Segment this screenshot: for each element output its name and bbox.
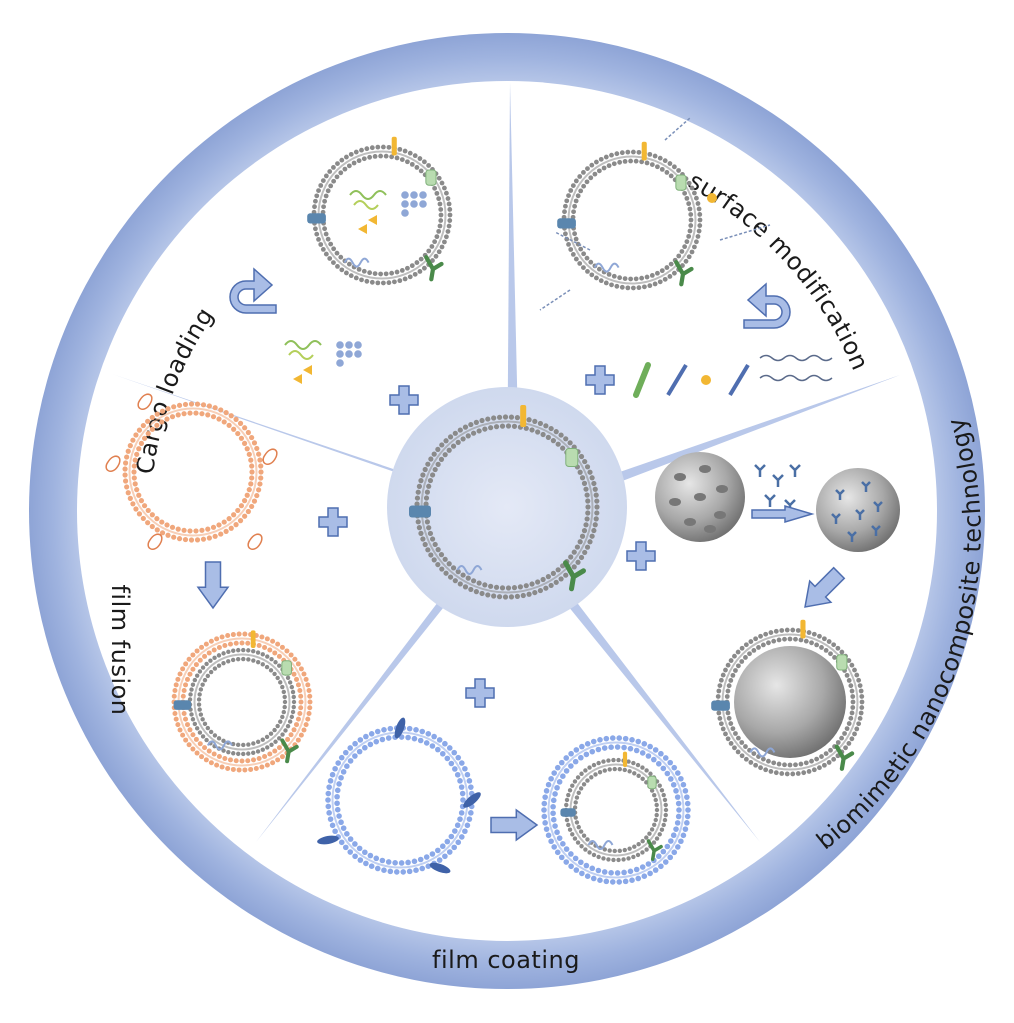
coated-nanoparticle-light-green-protein: [836, 654, 848, 671]
fluorescent-tag: [707, 193, 717, 203]
membrane-protein-3: [317, 835, 339, 845]
surface-modified-vesicle-transmembrane-protein: [593, 262, 620, 273]
cargo-loading-u-arrow: [229, 267, 277, 314]
cargo-loaded-vesicle-light-green-protein: [425, 169, 437, 186]
peptide-chain: [633, 362, 651, 398]
illustration-layer: [105, 117, 900, 885]
surface-ligand-3: [539, 289, 571, 311]
encapsulated-cargo: [349, 190, 427, 234]
fusion-arrow: [196, 561, 230, 610]
membrane-protein-1: [394, 717, 406, 739]
hybrid-vesicle-outer: [171, 631, 313, 773]
liposome-peg-chain-5: [147, 533, 163, 550]
surface-plus-sign: [585, 365, 615, 395]
liposome-peg-chain-4: [247, 533, 263, 550]
membrane-protein-2: [463, 792, 481, 808]
surface-modification-u-arrow: [743, 282, 791, 329]
surface-modified-vesicle: [561, 149, 703, 291]
coated-vesicle-light-green-protein: [647, 775, 657, 790]
surface-modified-vesicle-blue-protein: [557, 218, 576, 229]
label-film-coating: film coating: [432, 946, 580, 974]
coated-vesicle-blue-protein: [560, 808, 576, 817]
separator-slash-2: [728, 363, 750, 397]
hybrid-vesicle-yellow-protein: [250, 630, 256, 648]
surface-modified-vesicle-yellow-protein: [641, 141, 647, 161]
coated-nanoparticle-core: [734, 646, 846, 758]
separator-slash-1: [666, 363, 688, 397]
center-vesicle: [414, 414, 600, 600]
cargo-loaded-vesicle-green-receptor: [424, 255, 444, 282]
cargo-loaded-vesicle: [311, 144, 453, 286]
hybrid-vesicle-transmembrane-protein: [207, 740, 233, 751]
liposome-peg-chain-2: [137, 393, 153, 410]
antibody-cargo: [754, 464, 801, 512]
nanocomposite-plus-sign: [626, 541, 656, 571]
hybrid-vesicle-light-green-protein: [281, 660, 292, 676]
coated-nanoparticle-green-receptor: [834, 744, 855, 771]
center-vesicle-yellow-protein: [520, 405, 527, 427]
small-molecule: [701, 375, 711, 385]
coated-nanoparticle-transmembrane-protein: [749, 747, 776, 758]
liposome-peg-chain-1: [105, 455, 121, 472]
center-vesicle-transmembrane-protein: [456, 565, 483, 575]
surface-modified-vesicle-green-receptor: [674, 260, 694, 287]
loading-arrow: [751, 504, 815, 524]
hybrid-vesicle-inner: [187, 647, 297, 757]
center-vesicle-blue-protein: [409, 505, 431, 518]
coated-vesicle-green-receptor: [646, 839, 663, 861]
label-film-fusion: film fusion: [106, 584, 134, 715]
membrane-protein-4: [429, 862, 451, 874]
hybrid-vesicle-blue-protein: [173, 700, 192, 710]
surface-ligand-2: [719, 224, 771, 241]
surface-ligand-1: [664, 117, 691, 141]
cargo-loaded-vesicle-blue-protein: [307, 213, 326, 224]
cargo-loaded-vesicle-yellow-protein: [391, 136, 397, 156]
blue-cell-membrane: [325, 725, 475, 875]
liposome-peg-chain-3: [262, 448, 278, 465]
polymer-chains: [759, 354, 833, 382]
coated-nanoparticle-yellow-protein: [800, 619, 806, 639]
coating-process-arrow: [490, 808, 539, 842]
cargo-plus-sign: [389, 385, 419, 415]
free-cargo: [284, 340, 362, 384]
surface-modified-vesicle-light-green-protein: [675, 174, 687, 191]
coating-arrow: [804, 566, 846, 608]
coated-vesicle-transmembrane-protein: [587, 840, 614, 850]
coated-vesicle-outer: [541, 735, 691, 885]
center-vesicle-green-receptor: [563, 560, 586, 592]
hybrid-vesicle-green-receptor: [280, 738, 299, 764]
surface-ligand-4: [554, 231, 591, 251]
loaded-nanoparticle: [816, 468, 900, 552]
coated-nanoparticle-blue-protein: [711, 700, 730, 711]
porous-nanoparticle: [655, 452, 745, 542]
orange-liposome: [122, 401, 264, 543]
coated-vesicle-yellow-protein: [622, 751, 628, 767]
fusion-plus-sign: [318, 507, 348, 537]
cargo-loaded-vesicle-transmembrane-protein: [343, 257, 370, 268]
coating-plus-sign: [465, 678, 495, 708]
center-vesicle-light-green-protein: [565, 448, 579, 467]
